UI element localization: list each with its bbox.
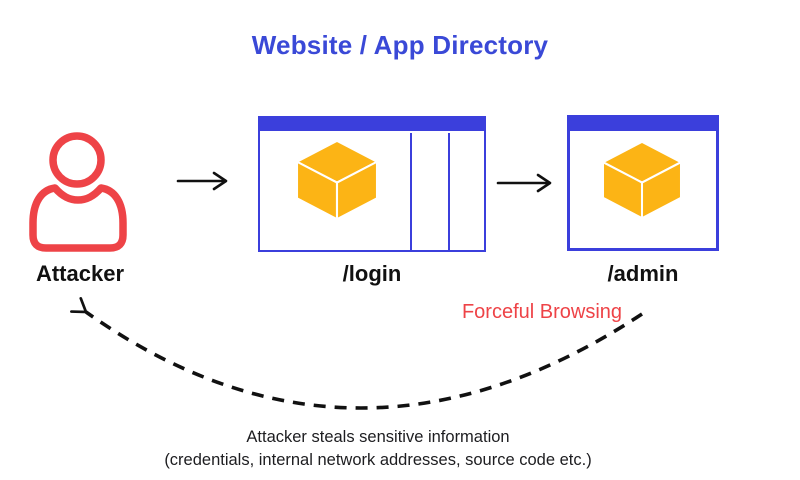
attacker-label: Attacker: [35, 261, 125, 286]
diagram-title: Website / App Directory: [251, 30, 549, 60]
forceful-browsing-label: Forceful Browsing: [461, 301, 623, 323]
admin-window: [567, 115, 719, 251]
login-window-pane-divider: [448, 133, 450, 250]
person-body: [29, 184, 127, 252]
admin-window-titlebar: [570, 118, 716, 131]
admin-label: /admin: [607, 261, 679, 286]
login-window-pane-divider: [410, 133, 412, 250]
arrow-attacker-to-login-icon: [176, 171, 228, 191]
login-window-titlebar: [260, 118, 484, 131]
cube-icon: [295, 140, 379, 220]
caption-line-1: Attacker steals sensitive information: [246, 428, 510, 446]
caption-line-2: (credentials, internal network addresses…: [164, 451, 592, 469]
person-head: [49, 132, 105, 188]
arrow-login-to-admin-icon: [496, 173, 552, 193]
login-label: /login: [342, 261, 402, 286]
dashed-return-arrow-icon: [70, 297, 643, 410]
cube-icon: [601, 141, 683, 219]
attacker-person-icon: [29, 132, 127, 252]
caption: Attacker steals sensitive information (c…: [78, 426, 678, 472]
login-window: [258, 116, 486, 252]
